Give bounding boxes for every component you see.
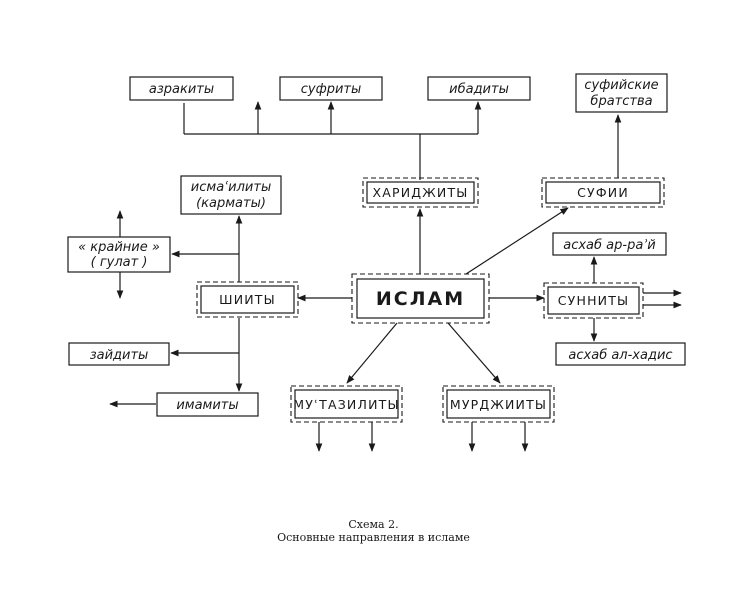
node-imamites: имамиты	[156, 392, 259, 417]
arrow-islam-sufis	[465, 207, 569, 275]
node-sufrity: суфриты	[279, 76, 383, 101]
node-azrakity: азракиты	[129, 76, 234, 101]
node-mutazilites-label: МУʿТАЗИЛИТЫ	[293, 397, 399, 412]
connectors	[109, 101, 682, 452]
node-sufi-brotherhoods-line1: суфийские	[584, 78, 658, 93]
node-mutazilites: МУʿТАЗИЛИТЫ	[290, 385, 403, 423]
node-extremists-line1: « крайние »	[78, 240, 160, 255]
node-ashab-al-hadis: асхаб ал-хадис	[555, 342, 686, 366]
arrow-islam-murjiites	[447, 322, 501, 384]
node-imamites-label: имамиты	[176, 398, 238, 413]
node-islam: ИСЛАМ	[351, 273, 490, 324]
node-zaydites: зайдиты	[68, 342, 170, 366]
node-ashab-ar-ray: асхаб ар-раʾй	[552, 232, 667, 256]
arrow-islam-mutazilites	[346, 322, 398, 384]
node-sufis: СУФИИ	[541, 177, 665, 208]
node-ibadity-label: ибадиты	[449, 82, 509, 97]
node-sufi-brotherhoods: суфийские братства	[575, 73, 668, 113]
node-sunnites-label: СУННИТЫ	[558, 293, 630, 308]
node-ashab-al-hadis-label: асхаб ал-хадис	[568, 348, 672, 363]
node-sufrity-label: суфриты	[301, 82, 362, 97]
caption-title: Схема 2.	[348, 518, 399, 531]
node-extremists-line2: ( гулат )	[91, 255, 148, 270]
caption-subtitle: Основные направления в исламе	[277, 531, 470, 544]
node-kharijites: ХАРИДЖИТЫ	[362, 177, 479, 208]
node-ismailites: исмаʿилиты (карматы)	[180, 175, 282, 215]
node-sufis-label: СУФИИ	[577, 185, 629, 200]
node-ashab-ar-ray-label: асхаб ар-раʾй	[563, 238, 656, 253]
node-ibadity: ибадиты	[427, 76, 531, 101]
node-shiites-label: ШИИТЫ	[219, 292, 276, 307]
node-extremists: « крайние » ( гулат )	[67, 236, 171, 273]
node-kharijites-label: ХАРИДЖИТЫ	[372, 185, 468, 200]
node-murjiites: МУРДЖИИТЫ	[442, 385, 555, 423]
node-azrakity-label: азракиты	[149, 82, 214, 97]
node-murjiites-label: МУРДЖИИТЫ	[450, 397, 547, 412]
node-ismailites-line1: исмаʿилиты	[191, 180, 271, 195]
node-shiites: ШИИТЫ	[196, 281, 299, 318]
node-sufi-brotherhoods-line2: братства	[590, 94, 652, 109]
node-islam-label: ИСЛАМ	[376, 288, 465, 310]
node-zaydites-label: зайдиты	[90, 348, 149, 363]
node-ismailites-line2: (карматы)	[196, 196, 266, 211]
node-sunnites: СУННИТЫ	[543, 282, 644, 319]
